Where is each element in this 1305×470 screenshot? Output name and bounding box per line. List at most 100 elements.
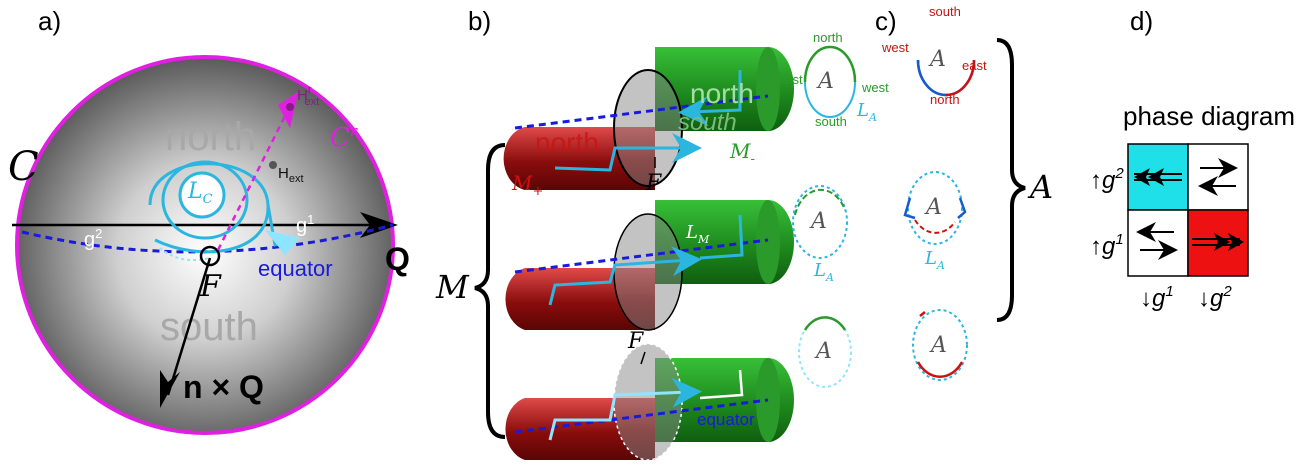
q-label: Q bbox=[385, 241, 410, 277]
cyl-mid-loop bbox=[548, 246, 702, 306]
b-east-label: east bbox=[778, 72, 803, 87]
b-a1-arc-cyan bbox=[804, 81, 856, 118]
row-label-g1: ↑g1 bbox=[1090, 231, 1124, 260]
b-a3-label: A bbox=[814, 339, 832, 364]
cr-label: Cr bbox=[330, 122, 358, 153]
b-a1-label: A bbox=[816, 69, 834, 94]
hext-point bbox=[269, 161, 277, 169]
panel-d: d) phase diagram ↑g2 ↑g1 bbox=[1090, 6, 1295, 312]
c-a1-arc-red bbox=[945, 59, 976, 97]
b-a2-ellipse bbox=[792, 185, 848, 259]
hext-label: Hext bbox=[278, 165, 304, 185]
north-red-label: north bbox=[535, 127, 599, 158]
f-point bbox=[199, 245, 221, 267]
c-a2-ellipse bbox=[907, 171, 963, 245]
spiral-arrowhead bbox=[265, 230, 300, 255]
row-label-g2: ↑g2 bbox=[1090, 165, 1124, 194]
cyl-mid-green-end bbox=[756, 200, 780, 284]
c-west-label: west bbox=[881, 40, 909, 55]
c-a2-bracket-right bbox=[957, 197, 967, 219]
hextr-point bbox=[286, 103, 294, 111]
cell-top-right-arrows bbox=[1198, 158, 1238, 196]
north-label: north bbox=[165, 115, 256, 159]
f-bottom-label: F bbox=[627, 329, 644, 354]
panel-a-label: a) bbox=[38, 6, 61, 36]
c-a-circle-3: A bbox=[912, 309, 968, 381]
b-a-circle-2: A LA bbox=[792, 185, 848, 284]
c-a1-arc-blue2 bbox=[916, 59, 947, 97]
nxq-arrowhead bbox=[160, 370, 180, 408]
cyl-top-separator bbox=[613, 69, 683, 187]
c-a3-arc-red bbox=[916, 361, 964, 378]
cell-top-left-arrows bbox=[1134, 168, 1182, 186]
g1-label: g1 bbox=[296, 212, 314, 237]
lc-label: LC bbox=[187, 179, 213, 207]
panel-c: c) A south west east north A LA A bbox=[875, 4, 1053, 381]
m-label: M bbox=[435, 268, 470, 306]
cyl-mid-equator bbox=[514, 238, 769, 274]
cyl-bot-loop bbox=[548, 377, 702, 441]
spiral-inner bbox=[178, 171, 226, 219]
phase-diagram-title: phase diagram bbox=[1123, 101, 1295, 131]
tl-arrowhead-1 bbox=[1134, 168, 1150, 186]
sphere bbox=[15, 55, 395, 435]
panel-c-label: c) bbox=[875, 6, 897, 36]
c-a-circle-1: A south west east north bbox=[881, 4, 987, 107]
br-arrowhead-1 bbox=[1228, 233, 1244, 251]
tl-arrowhead-2 bbox=[1148, 168, 1164, 186]
cyl-bot-separator bbox=[613, 343, 683, 461]
cell-bottom-left bbox=[1127, 209, 1189, 277]
b-a2-arc bbox=[794, 188, 846, 216]
c-la-label: LA bbox=[924, 248, 945, 272]
c-south-label: south bbox=[929, 4, 961, 19]
north-green-label: north bbox=[690, 78, 754, 109]
c-a3-ellipse bbox=[912, 309, 968, 381]
equator-label: equator bbox=[258, 256, 333, 281]
panel-a: a) north south Q n × Q C equator g2 g1 L… bbox=[8, 6, 410, 435]
lm-label: LM bbox=[685, 222, 710, 246]
nxq-axis-line bbox=[166, 257, 212, 396]
panel-b-label: b) bbox=[468, 6, 491, 36]
cyl-top-loop2 bbox=[678, 70, 742, 127]
cyl-mid-separator bbox=[613, 213, 683, 331]
c-a1-label: A bbox=[928, 47, 946, 72]
south-label-b: south bbox=[678, 109, 737, 136]
c-a2-bracket-left bbox=[903, 197, 916, 220]
cyl-bot-equator bbox=[514, 398, 769, 434]
b-la1-label: LA bbox=[856, 100, 877, 124]
b-south-green-label: south bbox=[815, 114, 847, 129]
b-west-label: west bbox=[861, 80, 889, 95]
cr-dashed-line bbox=[216, 105, 292, 251]
m-brace bbox=[474, 143, 506, 439]
spiral-dotted bbox=[159, 247, 211, 261]
cyl-top-equator bbox=[514, 94, 769, 130]
c-a3-label: A bbox=[929, 333, 947, 358]
f-bottom-tick bbox=[640, 351, 646, 365]
cell-top-right bbox=[1187, 143, 1249, 211]
a-brace bbox=[996, 38, 1026, 322]
cell-bottom-left-arrows bbox=[1136, 222, 1178, 260]
panel-b: b) M north north south M- M+ F bbox=[435, 6, 889, 461]
cyl-top-green-end bbox=[756, 47, 780, 131]
f-top-label: F bbox=[645, 171, 662, 196]
c-east-label: east bbox=[962, 58, 987, 73]
c-a-circle-2: A LA bbox=[903, 171, 967, 272]
c-a2-arc-red bbox=[914, 219, 956, 234]
c-a3-tick-red bbox=[919, 311, 926, 317]
cell-bottom-right-arrows bbox=[1192, 233, 1244, 251]
cyl-bot-loop2 bbox=[699, 369, 744, 400]
spiral-outer bbox=[148, 162, 270, 254]
south-label: south bbox=[160, 305, 258, 349]
cyl-mid-loop2 bbox=[699, 214, 744, 260]
b-a1-arc-green bbox=[803, 45, 857, 83]
equator-label-b: equator bbox=[697, 410, 755, 429]
g2-label: g2 bbox=[84, 226, 102, 251]
br-arrowhead-2 bbox=[1214, 233, 1230, 251]
col-label-g1: ↓g1 bbox=[1140, 283, 1174, 312]
cylinder-bottom: equator F bbox=[505, 329, 794, 461]
mplus-label: M+ bbox=[511, 171, 543, 199]
mminus-label: M- bbox=[729, 139, 755, 167]
